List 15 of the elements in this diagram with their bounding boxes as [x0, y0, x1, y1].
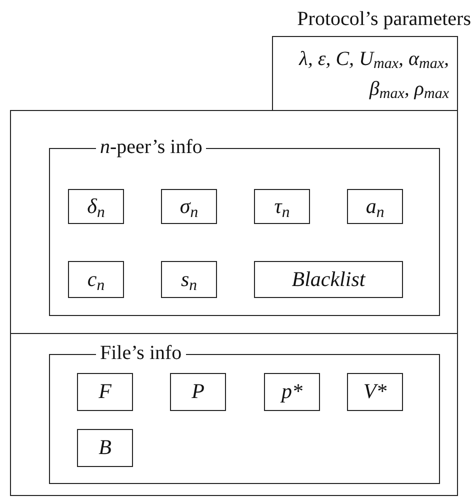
variable-box: Blacklist	[254, 261, 403, 298]
box-heading: Protocol’s parameters	[297, 7, 471, 32]
variable-box: F	[77, 373, 133, 411]
variable-box: c$_{n}$	[68, 261, 124, 298]
variable-box: P	[170, 373, 226, 411]
container-box	[10, 110, 458, 496]
variable-box: σ$_{n}$	[161, 189, 217, 224]
variable-box: s$_{n}$	[161, 261, 217, 298]
variable-box: a$_{n}$	[347, 189, 403, 224]
parameter-list: λ, ε, C, U$_{max}$, α$_{max}$, β$_{max}$, ρ$_{max}$	[273, 44, 449, 104]
variable-box: δ$_{n}$	[68, 189, 124, 224]
variable-box: B	[77, 429, 133, 467]
variable-box: p*	[264, 373, 320, 411]
variable-box: τ$_{n}$	[254, 189, 310, 224]
variable-box: V*	[347, 373, 403, 411]
